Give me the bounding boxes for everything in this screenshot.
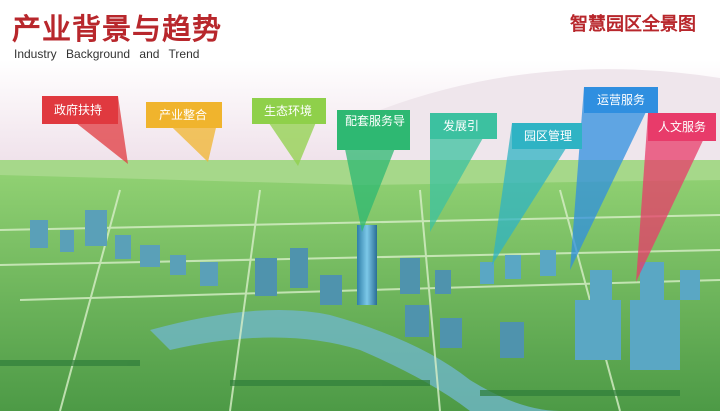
- callout-label-operation-services: 运营服务: [597, 93, 646, 107]
- page-title: 产业背景与趋势: [12, 12, 223, 46]
- callout-box-6: [512, 123, 582, 149]
- callout-beam-5: [430, 113, 497, 232]
- callout-box-8: [648, 113, 716, 141]
- page-subtitle: Industry Background and Trend: [14, 47, 200, 61]
- callout-beam-8: [636, 113, 716, 282]
- building-cluster-right: [480, 250, 700, 370]
- callout-box-3: [252, 98, 326, 124]
- river: [150, 310, 560, 411]
- central-tower: [357, 225, 377, 305]
- callout-label-supporting-services: 配套服务导: [345, 114, 406, 128]
- callout-label-ecology: 生态环境: [264, 104, 313, 118]
- callout-label-industry-integration: 产业整合: [159, 108, 208, 122]
- callout-box-5: [430, 113, 497, 139]
- callout-label-development: 发展引: [443, 119, 480, 133]
- callout-label-park-management: 园区管理: [524, 129, 573, 143]
- callout-label-humanistic-services: 人文服务: [658, 120, 707, 134]
- panorama-title: 智慧园区全景图: [570, 14, 696, 35]
- building-cluster-left: [30, 210, 218, 286]
- callout-box-2: [146, 102, 222, 128]
- tree-rows: [0, 360, 680, 396]
- building-cluster-center: [255, 248, 524, 358]
- callout-label-government-support: 政府扶持: [54, 103, 103, 117]
- callout-beam-7: [570, 87, 658, 270]
- callout-box-4: [337, 110, 410, 150]
- callout-box-7: [584, 87, 658, 113]
- callout-beam-6: [492, 123, 582, 265]
- callout-box-1: [42, 96, 118, 124]
